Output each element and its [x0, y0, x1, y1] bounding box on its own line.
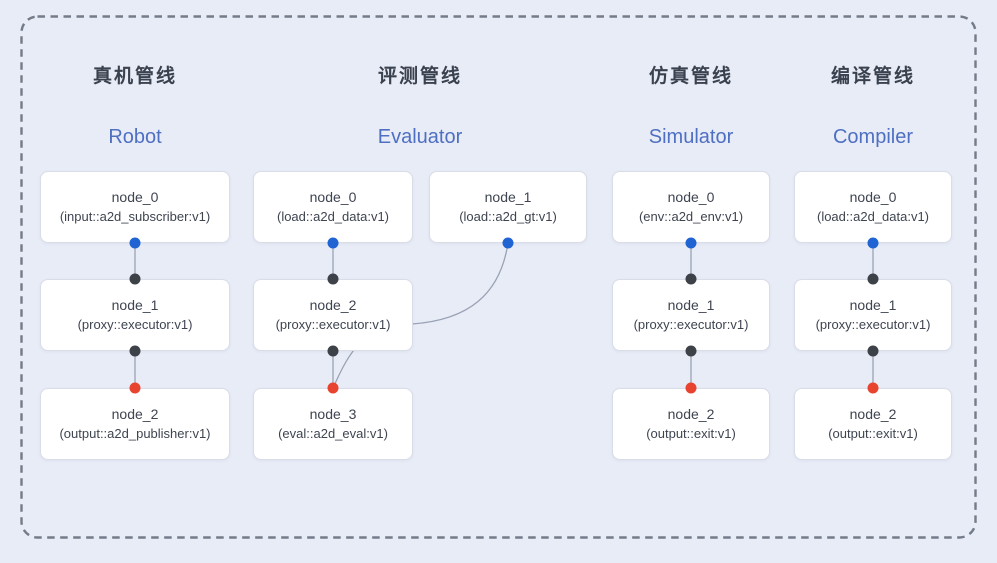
output-port-dot-black	[129, 345, 141, 357]
node-type: (proxy::executor:v1)	[275, 317, 391, 332]
node-name: node_1	[667, 297, 715, 313]
node-name: node_2	[111, 406, 159, 422]
node-type: (output::exit:v1)	[828, 426, 918, 441]
node-box-robot-node2: node_2 (output::a2d_publisher:v1)	[40, 388, 230, 460]
node-name: node_0	[667, 189, 715, 205]
pipeline-subtitle-en-evaluator: Evaluator	[377, 126, 463, 148]
input-port-dot-red	[327, 382, 339, 394]
node-type: (load::a2d_data:v1)	[816, 209, 930, 224]
input-port-dot-black	[867, 273, 879, 285]
output-port-dot-black	[685, 345, 697, 357]
pipeline-subtitle-en-robot: Robot	[108, 126, 162, 148]
output-port-dot-blue	[502, 237, 514, 249]
dashed-container-border	[20, 15, 977, 539]
node-type: (env::a2d_env:v1)	[638, 209, 744, 224]
node-type: (load::a2d_data:v1)	[276, 209, 390, 224]
output-port-dot-blue	[129, 237, 141, 249]
node-box-compiler-node0: node_0 (load::a2d_data:v1)	[794, 171, 952, 243]
node-name: node_1	[484, 189, 532, 205]
node-box-evaluator-node2: node_2 (proxy::executor:v1)	[253, 279, 413, 351]
input-port-dot-black	[685, 273, 697, 285]
pipeline-title-zh-compiler: 编译管线	[830, 66, 916, 87]
input-port-dot-black	[327, 273, 339, 285]
node-box-simulator-node1: node_1 (proxy::executor:v1)	[612, 279, 770, 351]
node-type: (proxy::executor:v1)	[815, 317, 931, 332]
node-name: node_2	[309, 297, 357, 313]
pipeline-title-zh-evaluator: 评测管线	[377, 66, 463, 87]
node-type: (output::a2d_publisher:v1)	[59, 426, 211, 441]
node-box-compiler-node1: node_1 (proxy::executor:v1)	[794, 279, 952, 351]
node-name: node_3	[309, 406, 357, 422]
input-port-dot-red	[685, 382, 697, 394]
node-type: (input::a2d_subscriber:v1)	[59, 209, 211, 224]
node-name: node_0	[309, 189, 357, 205]
output-port-dot-blue	[867, 237, 879, 249]
node-box-simulator-node2: node_2 (output::exit:v1)	[612, 388, 770, 460]
pipeline-subtitle-en-compiler: Compiler	[832, 126, 914, 148]
node-name: node_1	[111, 297, 159, 313]
node-box-evaluator-node1: node_1 (load::a2d_gt:v1)	[429, 171, 587, 243]
node-name: node_0	[111, 189, 159, 205]
node-box-robot-node0: node_0 (input::a2d_subscriber:v1)	[40, 171, 230, 243]
node-type: (proxy::executor:v1)	[77, 317, 193, 332]
node-box-simulator-node0: node_0 (env::a2d_env:v1)	[612, 171, 770, 243]
pipeline-title-zh-robot: 真机管线	[92, 66, 178, 87]
node-type: (output::exit:v1)	[646, 426, 736, 441]
input-port-dot-red	[867, 382, 879, 394]
node-name: node_0	[849, 189, 897, 205]
node-box-evaluator-node0: node_0 (load::a2d_data:v1)	[253, 171, 413, 243]
node-name: node_2	[667, 406, 715, 422]
output-port-dot-blue	[685, 237, 697, 249]
input-port-dot-red	[129, 382, 141, 394]
input-port-dot-black	[129, 273, 141, 285]
node-box-robot-node1: node_1 (proxy::executor:v1)	[40, 279, 230, 351]
node-type: (proxy::executor:v1)	[633, 317, 749, 332]
node-box-compiler-node2: node_2 (output::exit:v1)	[794, 388, 952, 460]
pipeline-title-zh-simulator: 仿真管线	[648, 66, 734, 87]
output-port-dot-black	[867, 345, 879, 357]
output-port-dot-blue	[327, 237, 339, 249]
node-type: (load::a2d_gt:v1)	[459, 209, 557, 224]
node-name: node_1	[849, 297, 897, 313]
pipeline-subtitle-en-simulator: Simulator	[648, 126, 734, 148]
node-box-evaluator-node3: node_3 (eval::a2d_eval:v1)	[253, 388, 413, 460]
node-type: (eval::a2d_eval:v1)	[278, 426, 388, 441]
output-port-dot-black	[327, 345, 339, 357]
node-name: node_2	[849, 406, 897, 422]
